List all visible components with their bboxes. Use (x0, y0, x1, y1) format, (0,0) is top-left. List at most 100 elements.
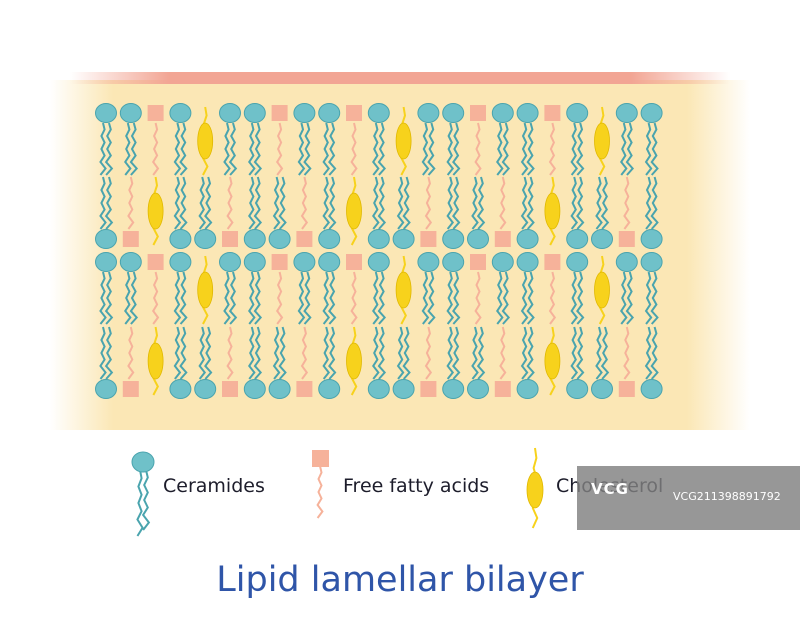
lipid-molecule (591, 326, 613, 399)
lipid-molecule (318, 176, 341, 249)
cholesterol-body (147, 342, 164, 380)
ceramide-tail (377, 176, 387, 230)
lipid-molecule (442, 176, 465, 249)
ceramide-head (367, 252, 390, 272)
ceramide-tail (476, 326, 486, 380)
fatty-acid-head (122, 381, 139, 397)
cholesterol-body (346, 192, 362, 230)
ceramide-tail (377, 122, 387, 176)
ceramide-tail (526, 122, 535, 176)
ceramide-head (566, 103, 589, 123)
lipid-molecule (640, 103, 663, 176)
lipid-molecule (95, 252, 117, 325)
ceramide-tail (576, 326, 585, 380)
fatty-acid-head (147, 254, 164, 270)
fatty-acid-tail (350, 122, 358, 176)
ceramide-head (169, 379, 192, 399)
ceramide-tail (372, 176, 380, 230)
lipid-molecule (222, 326, 238, 397)
lipid-molecule (318, 252, 341, 325)
lipid-molecule (95, 326, 117, 399)
legend-label-ceramides: Ceramides (163, 475, 265, 497)
fatty-acid-tail (226, 326, 234, 380)
legend-icon-ceramide (131, 451, 155, 537)
ceramide-head (318, 252, 341, 272)
ceramide-tail (520, 122, 529, 176)
fatty-acid-head (494, 231, 511, 247)
lipid-molecule (491, 103, 514, 176)
lipid-molecule (119, 252, 142, 325)
cholesterol-body (197, 122, 214, 160)
cholesterol-body (395, 122, 412, 160)
ceramide-tail (402, 326, 411, 380)
lipid-molecule (395, 106, 412, 176)
fatty-acid-head (271, 105, 288, 121)
fatty-acid-head (470, 105, 486, 121)
ceramide-tail (198, 326, 207, 380)
ceramide-head (243, 252, 266, 272)
fatty-acid-head (122, 231, 139, 247)
ceramide-tail (104, 122, 114, 176)
ceramide-tail (650, 176, 659, 230)
fatty-acid-head (296, 381, 313, 397)
ceramide-head (442, 229, 465, 249)
lipid-molecule (417, 103, 440, 176)
lipid-molecule (318, 103, 341, 176)
ceramide-tail (223, 122, 231, 176)
ceramide-tail (377, 326, 387, 380)
ceramide-tail (99, 271, 107, 325)
lipid-molecule (169, 103, 192, 176)
ceramide-tail (328, 271, 337, 325)
lipid-molecule (566, 326, 589, 399)
ceramide-tail (520, 326, 529, 380)
ceramide-head (169, 252, 192, 272)
ceramide-tail (278, 176, 287, 230)
ceramide-tail (253, 122, 263, 176)
ceramide-head (516, 379, 539, 399)
lipid-molecule (594, 255, 610, 325)
ceramide-tail (650, 326, 659, 380)
fatty-acid-head (222, 231, 238, 247)
lipid-molecule (470, 105, 486, 176)
ceramide-head (467, 379, 489, 399)
ceramide-tail (576, 122, 585, 176)
ceramide-tail (446, 176, 455, 230)
lipid-molecule (268, 176, 291, 249)
lipid-molecule (243, 176, 266, 249)
lipid-molecule (169, 176, 192, 249)
ceramide-tail (248, 326, 256, 380)
ceramide-tail (322, 122, 331, 176)
ceramide-tail (204, 176, 213, 230)
fatty-acid-tail (623, 326, 631, 380)
ceramide-tail (421, 122, 430, 176)
ceramide-tail (136, 469, 144, 537)
lipid-molecule (222, 176, 238, 247)
fatty-acid-tail (127, 176, 135, 230)
lipid-molecule (640, 176, 663, 249)
ceramide-head (516, 252, 539, 272)
ceramide-tail (129, 122, 139, 176)
lipid-molecule (420, 176, 437, 247)
ceramide-tail (322, 271, 331, 325)
ceramide-tail (421, 271, 430, 325)
lipid-molecule (544, 254, 561, 325)
ceramide-tail (595, 176, 603, 230)
fatty-acid-head (494, 381, 511, 397)
ceramide-tail (253, 326, 263, 380)
ceramide-tail (526, 176, 535, 230)
fatty-acid-tail (151, 271, 160, 325)
ceramide-head (194, 379, 217, 399)
ceramide-head (119, 252, 142, 272)
fatty-acid-head (544, 105, 561, 121)
lipid-molecule (119, 103, 142, 176)
lipid-molecule (197, 255, 214, 325)
cholesterol-body (544, 342, 561, 380)
lipid-molecule (566, 176, 589, 249)
ceramide-head (392, 379, 415, 399)
ceramide-tail (501, 122, 511, 176)
ceramide-head (268, 379, 291, 399)
lipid-molecule (420, 326, 437, 397)
lipid-molecule (293, 252, 316, 325)
ceramide-head (367, 103, 390, 123)
ceramide-tail (452, 271, 461, 325)
